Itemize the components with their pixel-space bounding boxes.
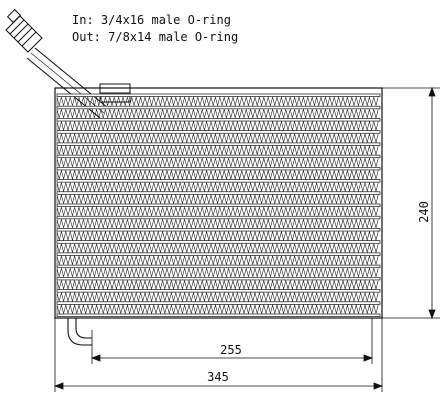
tube [56,289,381,293]
tube [56,313,381,317]
fin-row [56,145,379,156]
fin-rows [56,93,381,317]
tube [56,105,381,110]
tube [56,166,381,171]
dimension-height-label: 240 [417,201,431,223]
dimension-height [382,86,440,320]
fin-row [56,303,379,315]
note-outlet: Out: 7/8x14 male O-ring [72,30,238,44]
tube [56,252,381,256]
tube [56,264,381,269]
tube [56,240,381,244]
fin-row [56,218,379,229]
fin-row [56,267,379,278]
bottom-u-bend [67,318,92,346]
fin-row [56,169,379,181]
tube [56,301,381,305]
tube [56,215,381,220]
fin-row [56,255,379,266]
tube [56,142,381,146]
dimension-outer-width-label: 345 [207,370,229,384]
fin-row [56,120,379,132]
fin-row [56,206,379,217]
dimension-outer-width [53,318,384,392]
fin-row [56,132,379,144]
fin-row [56,242,379,254]
tube [56,191,381,195]
tube [56,130,381,134]
fin-row [56,96,379,107]
inlet-fitting [5,8,43,53]
dimension-inner-width-label: 255 [220,343,242,357]
fin-row [56,157,379,168]
tube [56,203,381,207]
tube [56,228,381,232]
tube [56,93,381,97]
fin-row [56,193,379,205]
fin-row [56,279,379,291]
fin-row [56,181,379,193]
fin-row [56,108,379,119]
tube [56,118,381,122]
note-inlet: In: 3/4x16 male O-ring [72,13,231,27]
tube [56,179,381,183]
core-outline [54,87,383,319]
tube [56,276,381,281]
tube [56,154,381,159]
dimension-inner-width [90,318,374,364]
fin-row [56,291,379,303]
fin-row [56,230,379,242]
